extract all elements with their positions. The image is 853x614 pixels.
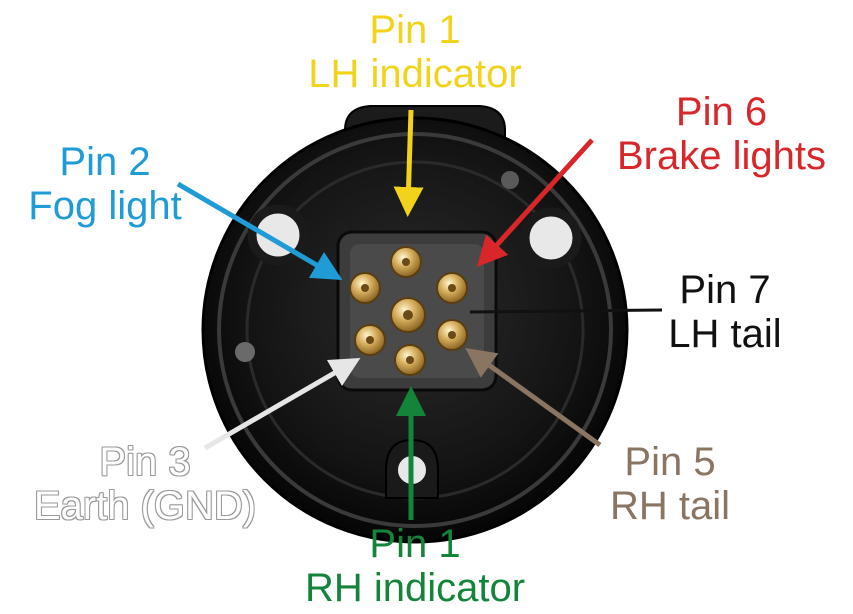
pin-contact xyxy=(390,246,422,278)
label-pin2: Pin 2 Fog light xyxy=(0,140,210,228)
pin-function: Fog light xyxy=(28,184,182,228)
label-pin7: Pin 7 LH tail xyxy=(640,268,810,356)
arrow-pin1-top xyxy=(393,109,424,217)
pin-number: Pin 2 xyxy=(59,140,151,184)
pin-number: Pin 1 xyxy=(369,522,461,566)
pin-function: RH tail xyxy=(609,484,731,528)
arrow-pin7 xyxy=(469,308,663,314)
pin-contact xyxy=(436,272,468,304)
label-pin1-bottom: Pin 1 RH indicator xyxy=(280,522,550,610)
pin-number: Pin 1 xyxy=(369,8,461,52)
pin-number: Pin 6 xyxy=(675,90,768,134)
pin-contact xyxy=(436,319,468,351)
arrow-pin3 xyxy=(203,357,361,451)
pin-contact xyxy=(349,272,381,304)
arrow-pin6 xyxy=(476,138,594,267)
arrow-pin5 xyxy=(465,347,602,448)
pin-number: Pin 5 xyxy=(624,440,716,484)
label-pin1-top: Pin 1 LH indicator xyxy=(280,8,550,96)
pin-function: Earth (GND) xyxy=(33,484,257,528)
label-pin5: Pin 5 RH tail xyxy=(585,440,755,528)
label-pin6: Pin 6 Brake lights xyxy=(594,90,849,178)
pin-contact xyxy=(354,324,386,356)
pin-contacts xyxy=(349,246,468,376)
pin-number: Pin 7 xyxy=(679,268,771,312)
pin-function: Brake lights xyxy=(617,134,826,178)
pin-function: RH indicator xyxy=(304,566,526,610)
arrow-pin2 xyxy=(176,181,343,281)
pin-contact xyxy=(390,297,426,333)
pin-function: LH tail xyxy=(668,312,782,356)
pin-contact xyxy=(394,344,426,376)
pin-function: LH indicator xyxy=(308,52,522,96)
pin-number: Pin 3 xyxy=(99,440,191,484)
label-pin3: Pin 3 Earth (GND) xyxy=(0,440,290,528)
